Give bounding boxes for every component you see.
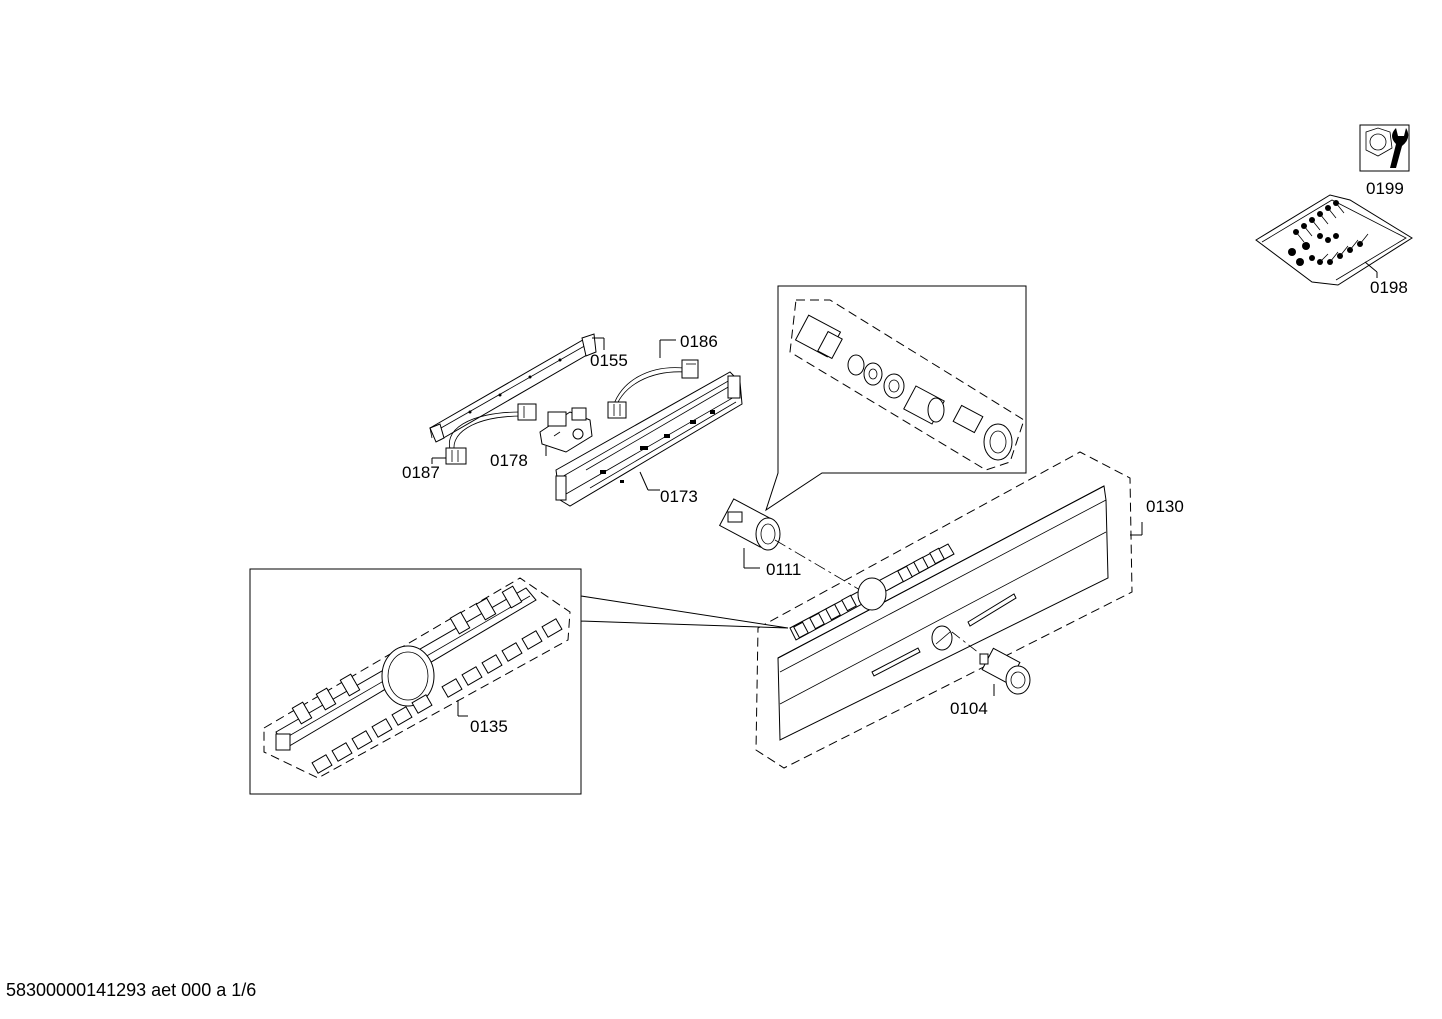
bracket-rail bbox=[429, 333, 605, 443]
label-0187: 0187 bbox=[402, 463, 440, 482]
button-strip bbox=[789, 543, 955, 641]
document-id: 58300000141293 aet 000 a 1/6 bbox=[6, 980, 257, 1000]
detail-box-button-frame bbox=[249, 568, 789, 795]
knob-0104 bbox=[951, 631, 1031, 696]
control-board bbox=[555, 371, 743, 507]
label-0135: 0135 bbox=[470, 717, 508, 736]
label-0186: 0186 bbox=[680, 332, 718, 351]
screw-kit-bag bbox=[1255, 194, 1413, 286]
label-0111: 0111 bbox=[766, 560, 801, 579]
label-0155: 0155 bbox=[590, 351, 628, 370]
tool-wrench-icon bbox=[1359, 124, 1410, 172]
label-0199: 0199 bbox=[1366, 179, 1404, 198]
label-0178: 0178 bbox=[490, 451, 528, 470]
label-0104: 0104 bbox=[950, 699, 988, 718]
wire-harness-0186 bbox=[607, 339, 699, 419]
detail-box-knob-assembly bbox=[765, 285, 1027, 512]
knob-module-0111 bbox=[718, 498, 861, 591]
sensor-switch bbox=[539, 407, 593, 456]
label-0173: 0173 bbox=[660, 487, 698, 506]
label-0198: 0198 bbox=[1370, 278, 1408, 297]
wire-harness-0187 bbox=[431, 403, 537, 465]
control-panel-fascia bbox=[755, 451, 1143, 769]
label-0130: 0130 bbox=[1146, 497, 1184, 516]
